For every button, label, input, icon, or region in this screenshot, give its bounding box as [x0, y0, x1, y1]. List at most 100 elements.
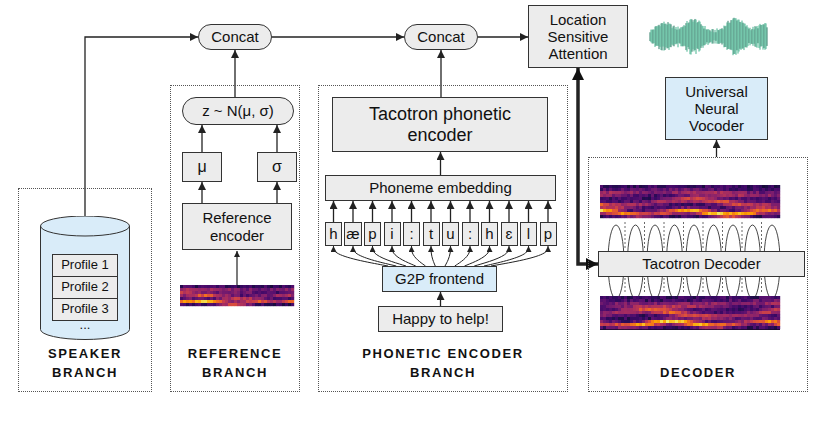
spectrogram-cell — [612, 317, 615, 320]
spectrogram-cell — [729, 200, 732, 203]
spectrogram-cell — [762, 299, 765, 302]
waveform-stroke — [651, 30, 652, 43]
spectrogram-cell — [720, 317, 723, 320]
spectrogram-cell — [243, 303, 246, 306]
spectrogram-cell — [660, 299, 663, 302]
spectrogram-cell — [771, 314, 774, 317]
spectrogram-cell — [648, 206, 651, 209]
spectrogram-cell — [762, 209, 765, 212]
spectrogram-cell — [711, 326, 714, 329]
spectrogram-cell — [756, 320, 759, 323]
spectrogram-cell — [630, 203, 633, 206]
spectrogram-cell — [675, 296, 678, 299]
spectrogram-cell — [648, 323, 651, 326]
spectrogram-cell — [246, 300, 249, 303]
spectrogram-cell — [729, 188, 732, 191]
waveform-stroke — [728, 21, 729, 49]
spectrogram-cell — [696, 191, 699, 194]
waveform-stroke — [690, 20, 691, 54]
spectrogram-cell — [702, 326, 705, 329]
spectrogram-cell — [276, 291, 279, 294]
spectrogram-cell — [723, 197, 726, 200]
spectrogram-cell — [708, 215, 711, 218]
spectrogram-cell — [765, 320, 768, 323]
spectrogram-cell — [603, 323, 606, 326]
spectrogram-cell — [756, 308, 759, 311]
spectrogram-cell — [705, 191, 708, 194]
spectrogram-cell — [612, 311, 615, 314]
spectrogram-cell — [186, 300, 189, 303]
spectrogram-cell — [675, 326, 678, 329]
waveform-stroke — [680, 28, 681, 43]
connector — [508, 201, 509, 222]
spectrogram-cell — [750, 320, 753, 323]
spectrogram-cell — [663, 305, 666, 308]
spectrogram-cell — [696, 212, 699, 215]
node-label: G2P frontend — [395, 270, 484, 287]
spectrogram-cell — [663, 314, 666, 317]
spectrogram-cell — [771, 206, 774, 209]
spectrogram-cell — [744, 209, 747, 212]
spectrogram-cell — [768, 308, 771, 311]
spectrogram-cell — [633, 317, 636, 320]
spectrogram-cell — [747, 209, 750, 212]
spectrogram-cell — [696, 215, 699, 218]
spectrogram-cell — [222, 288, 225, 291]
process-box: μ — [182, 152, 222, 182]
spectrogram-cell — [690, 323, 693, 326]
spectrogram-cell — [762, 191, 765, 194]
spectrogram-cell — [648, 209, 651, 212]
spectrogram-cell — [654, 191, 657, 194]
spectrogram-cell — [756, 200, 759, 203]
dashed-link — [644, 278, 645, 294]
spectrogram-cell — [273, 303, 276, 306]
spectrogram-cell — [621, 185, 624, 188]
spectrogram-cell — [678, 194, 681, 197]
spectrogram-cell — [732, 308, 735, 311]
spectrogram-cell — [639, 305, 642, 308]
spectrogram-cell — [678, 314, 681, 317]
spectrogram-cell — [732, 194, 735, 197]
connector — [528, 201, 529, 222]
spectrogram-cell — [765, 200, 768, 203]
spectrogram-cell — [768, 317, 771, 320]
spectrogram-cell — [639, 200, 642, 203]
spectrogram-cell — [687, 200, 690, 203]
spectrogram-cell — [621, 212, 624, 215]
spectrogram-cell — [702, 299, 705, 302]
spectrogram-cell — [717, 299, 720, 302]
spectrogram-cell — [768, 197, 771, 200]
spectrogram-cell — [615, 314, 618, 317]
waveform-stroke — [706, 29, 707, 44]
spectrogram-cell — [777, 209, 780, 212]
spectrogram-cell — [660, 185, 663, 188]
spectrogram-cell — [690, 206, 693, 209]
spectrogram-cell — [651, 305, 654, 308]
spectrogram-cell — [684, 311, 687, 314]
spectrogram-cell — [231, 294, 234, 297]
spectrogram-cell — [654, 215, 657, 218]
spectrogram-cell — [705, 305, 708, 308]
spectrogram-cell — [639, 212, 642, 215]
spectrogram-cell — [687, 194, 690, 197]
spectrogram-cell — [699, 185, 702, 188]
spectrogram-cell — [267, 300, 270, 303]
spectrogram-cell — [645, 212, 648, 215]
spectrogram-cell — [609, 215, 612, 218]
spectrogram-cell — [612, 212, 615, 215]
spectrogram-cell — [606, 197, 609, 200]
spectrogram-cell — [669, 197, 672, 200]
spectrogram-cell — [750, 302, 753, 305]
spectrogram-cell — [732, 203, 735, 206]
spectrogram-cell — [768, 188, 771, 191]
spectrogram-cell — [654, 314, 657, 317]
spectrogram-cell — [630, 308, 633, 311]
spectrogram-cell — [696, 197, 699, 200]
spectrogram-cell — [645, 194, 648, 197]
spectrogram-cell — [192, 291, 195, 294]
spectrogram-cell — [687, 305, 690, 308]
spectrogram-cell — [678, 317, 681, 320]
spectrogram-cell — [666, 188, 669, 191]
spectrogram-cell — [660, 212, 663, 215]
spectrogram-cell — [618, 314, 621, 317]
